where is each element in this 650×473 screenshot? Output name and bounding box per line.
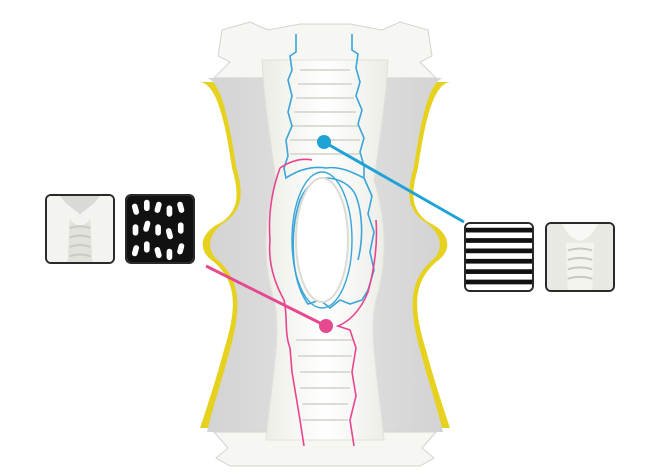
pink-callout-line (205, 264, 327, 328)
blue-callout-dot (317, 135, 331, 149)
upper-chamber-ribs-photo (545, 222, 615, 292)
upper-chamber-ribs (290, 69, 360, 155)
upper-chamber-outline-lower (292, 177, 375, 310)
upper-chamber-outline (283, 34, 365, 180)
pink-callout-dot (319, 319, 333, 333)
blue-callout-line (323, 140, 465, 224)
lower-chamber-ribs (296, 339, 354, 421)
lower-chamber-outline (268, 158, 378, 447)
wavy-nub-pattern-icon (125, 194, 195, 264)
lower-chamber-texture-photo (45, 194, 115, 264)
central-oval (295, 177, 349, 303)
horizontal-rib-pattern-icon (464, 222, 534, 292)
